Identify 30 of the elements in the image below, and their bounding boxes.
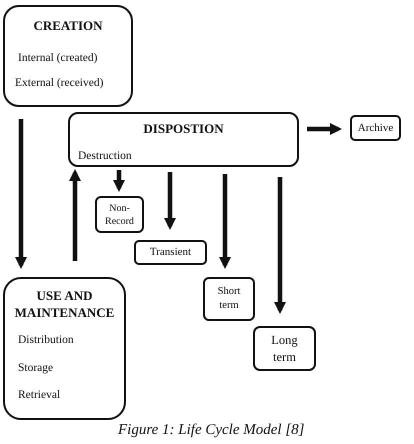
arrow (15, 119, 27, 269)
rounded-box (68, 112, 299, 167)
rounded-box (3, 277, 126, 420)
rounded-box (95, 196, 144, 233)
arrow (274, 177, 286, 314)
box-label: Transient (150, 245, 192, 260)
arrow (164, 172, 176, 230)
list-item: External (received) (15, 76, 104, 90)
rounded-box (134, 240, 207, 265)
box-heading: USE AND MAINTENANCE (14, 288, 116, 322)
arrow (69, 169, 81, 261)
rounded-box (3, 5, 133, 107)
rounded-box (350, 115, 401, 141)
arrow (113, 170, 125, 192)
box-heading: CREATION (32, 18, 104, 34)
arrow (219, 174, 231, 269)
rounded-box (203, 277, 255, 321)
figure-caption: Figure 1: Life Cycle Model [8] (118, 422, 304, 439)
box-label: Archive (358, 120, 394, 136)
list-item: Storage (18, 361, 54, 376)
box-heading: DISPOSTION (142, 121, 225, 138)
list-item: Internal (created) (18, 51, 98, 66)
box-label: Short term (216, 285, 242, 313)
rounded-box (253, 326, 316, 371)
list-item: Destruction (78, 149, 132, 164)
box-label: Non-Record (104, 202, 135, 228)
list-item: Retrieval (18, 388, 60, 402)
arrow (307, 123, 342, 135)
box-label: Long term (270, 332, 299, 365)
list-item: Distribution (18, 333, 74, 348)
